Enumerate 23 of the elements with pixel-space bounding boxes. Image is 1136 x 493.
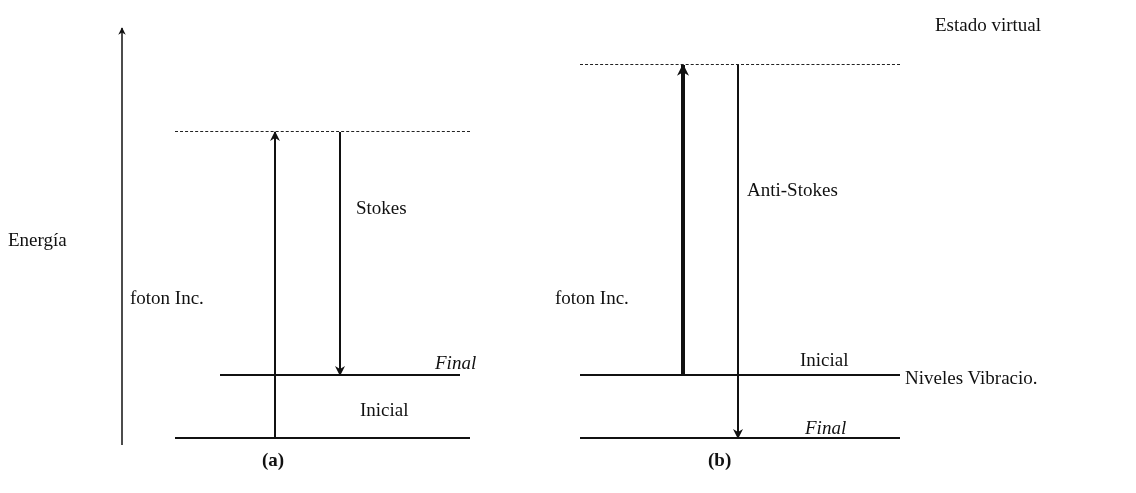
energy-level-line (580, 437, 900, 439)
arrow (270, 131, 280, 439)
virtual-level-line (580, 64, 900, 65)
axis-label: Niveles Vibracio. (905, 368, 1038, 389)
edge-label: Stokes (356, 198, 407, 219)
energy-level-line (580, 374, 900, 376)
panel-label: (b) (708, 450, 732, 471)
edge-label: Anti-Stokes (747, 180, 838, 201)
level-label: Final (805, 418, 847, 439)
level-label: Inicial (360, 400, 409, 421)
level-label: Estado virtual (935, 15, 1042, 36)
level-label: Final (435, 353, 477, 374)
axis-label: Energía (8, 230, 67, 251)
panel-label: (a) (262, 450, 285, 471)
edge-label: foton Inc. (555, 288, 629, 309)
edge-label: foton Inc. (130, 288, 204, 309)
level-label: Inicial (800, 350, 849, 371)
energy-level-line (175, 437, 470, 439)
arrow (733, 64, 743, 439)
virtual-level-line (175, 131, 470, 132)
energy-level-line (220, 374, 460, 376)
arrow (677, 63, 689, 375)
arrow (335, 131, 345, 376)
